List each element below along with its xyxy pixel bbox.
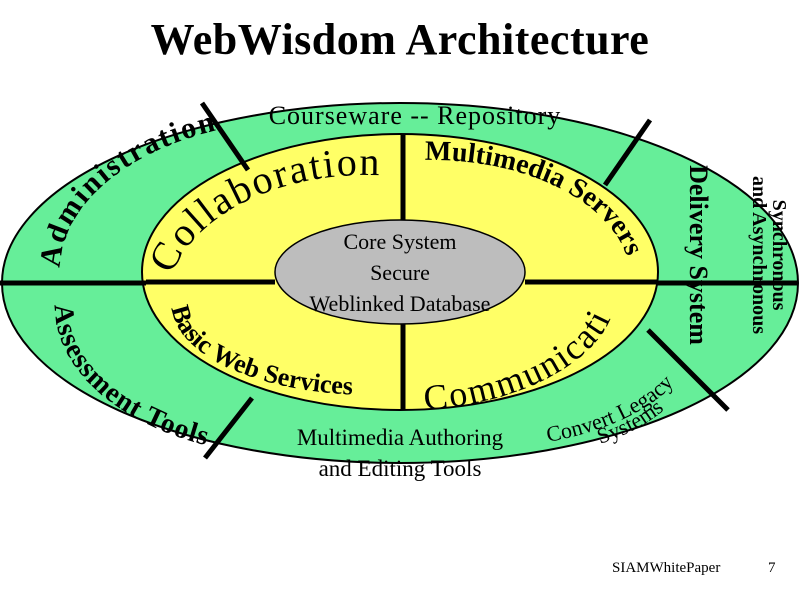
divider-bottom-left: [203, 396, 254, 460]
page-number: 7: [768, 560, 776, 576]
footer-source: SIAMWhitePaper: [612, 560, 721, 576]
label-delivery-system: Synchronous and Asynchronous Delivery Sy…: [684, 165, 790, 345]
core-line1: Core System: [343, 229, 456, 254]
divider-top-right: [602, 118, 653, 187]
label-delivery-line2: and Asynchronous: [748, 176, 770, 334]
core-ellipse: [274, 219, 526, 325]
label-delivery-line1: Synchronous: [768, 200, 790, 311]
core-line3: Weblinked Database: [310, 291, 491, 316]
divider-bottom-right: [646, 328, 730, 412]
core-line2: Secure: [370, 260, 430, 285]
sector-dividers: [0, 101, 798, 460]
label-delivery-line3: Delivery System: [684, 165, 713, 345]
divider-top-left: [199, 101, 251, 172]
label-authoring-line2: and Editing Tools: [319, 456, 482, 481]
label-authoring-line1: Multimedia Authoring: [297, 425, 504, 450]
page-title: WebWisdom Architecture: [150, 15, 650, 64]
label-courseware: Courseware -- Repository: [269, 101, 562, 130]
